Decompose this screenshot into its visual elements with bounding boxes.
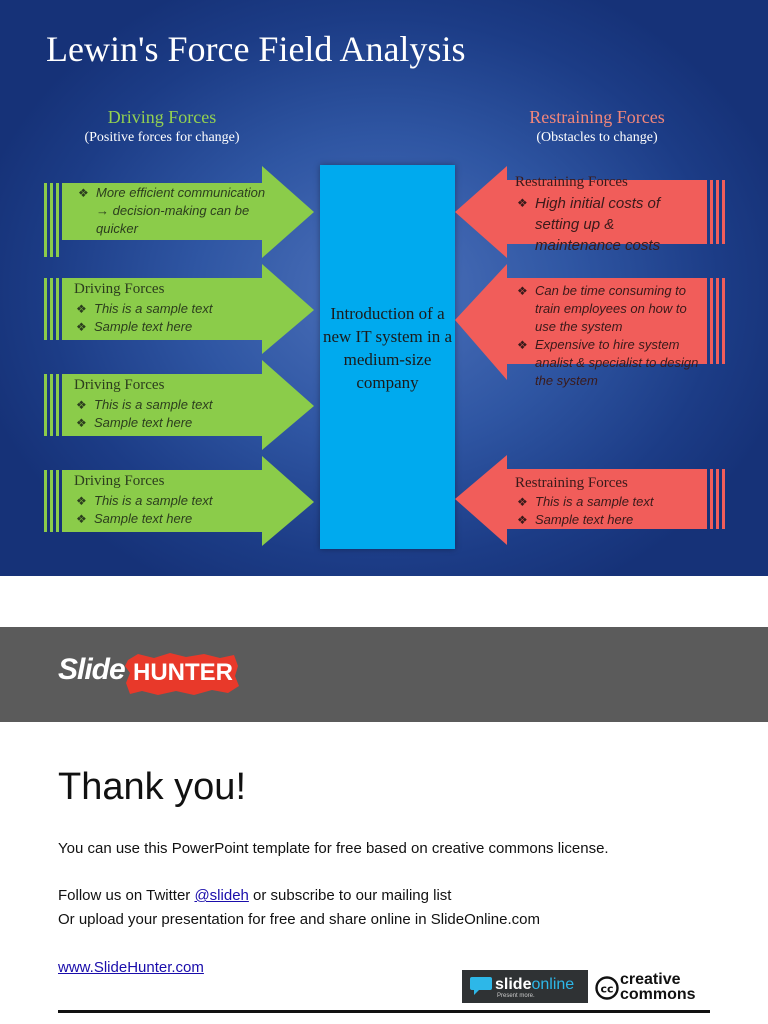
restraining-arrow-1-title: Restraining Forces	[515, 174, 628, 190]
restraining-arrow-3: Restraining Forces This is a sample text…	[455, 455, 725, 555]
driving-arrow-4-item-2: Sample text here	[74, 510, 274, 528]
driving-arrow-3-item-2: Sample text here	[74, 414, 274, 432]
restraining-forces-subheading: (Obstacles to change)	[536, 130, 658, 145]
restraining-arrow-1-item-1: High initial costs of setting up & maint…	[515, 193, 695, 256]
upload-text: Or upload your presentation for free and…	[58, 911, 540, 928]
creative-commons-line1: creative	[620, 971, 681, 988]
speech-bubble-icon	[470, 977, 492, 995]
license-text: You can use this PowerPoint template for…	[58, 840, 609, 857]
driving-arrow-2-list: This is a sample text Sample text here	[74, 300, 274, 336]
driving-arrow-4-item-1: This is a sample text	[74, 492, 274, 510]
driving-arrow-3-list: This is a sample text Sample text here	[74, 396, 274, 432]
driving-arrow-3: Driving Forces This is a sample text Sam…	[44, 360, 314, 460]
driving-arrow-2: Driving Forces This is a sample text Sam…	[44, 264, 314, 364]
website-link[interactable]: www.SlideHunter.com	[58, 959, 204, 976]
driving-arrow-3-title: Driving Forces	[74, 377, 165, 393]
slideonline-tagline: Present more.	[497, 993, 535, 999]
creative-commons-line2: commons	[620, 986, 696, 1003]
restraining-arrow-2-item-2: Expensive to hire system analist & speci…	[515, 336, 705, 390]
driving-arrow-2-title: Driving Forces	[74, 281, 165, 297]
follow-suffix: or subscribe to our mailing list	[248, 887, 452, 904]
center-change-box	[320, 165, 455, 549]
svg-text:cc: cc	[600, 983, 613, 996]
restraining-arrow-2-list: Can be time consuming to train employees…	[515, 282, 705, 390]
driving-arrow-1-list: More efficient communication → decision-…	[76, 184, 276, 238]
restraining-forces-heading: Restraining Forces	[529, 107, 665, 127]
driving-forces-heading: Driving Forces	[107, 107, 217, 127]
creative-commons-icon: cc	[595, 976, 619, 1000]
logo-slide-text: Slide	[58, 653, 126, 686]
thank-you-heading: Thank you!	[58, 766, 246, 808]
logo-hunter-badge-icon	[125, 653, 239, 695]
restraining-arrow-3-list: This is a sample text Sample text here	[515, 493, 705, 529]
slide-diagram: Lewin's Force Field Analysis Driving For…	[0, 0, 768, 576]
restraining-arrow-3-title: Restraining Forces	[515, 475, 628, 491]
driving-arrow-3-item-1: This is a sample text	[74, 396, 274, 414]
driving-arrow-2-item-1: This is a sample text	[74, 300, 274, 318]
follow-line: Follow us on Twitter @slideh or subscrib…	[58, 887, 451, 904]
restraining-arrow-3-item-1: This is a sample text	[515, 493, 705, 511]
driving-arrow-4-list: This is a sample text Sample text here	[74, 492, 274, 528]
restraining-arrow-2: Can be time consuming to train employees…	[455, 264, 725, 394]
driving-arrow-1-item-1: More efficient communication → decision-…	[76, 184, 276, 238]
restraining-arrow-2-item-1: Can be time consuming to train employees…	[515, 282, 705, 336]
driving-arrow-4-title: Driving Forces	[74, 473, 165, 489]
driving-arrow-4: Driving Forces This is a sample text Sam…	[44, 456, 314, 556]
slide-title: Lewin's Force Field Analysis	[46, 29, 466, 69]
twitter-link[interactable]: @slideh	[194, 887, 249, 904]
driving-arrow-1: More efficient communication → decision-…	[44, 166, 314, 276]
driving-forces-subheading: (Positive forces for change)	[84, 130, 240, 145]
center-change-text: Introduction of a new IT system in a med…	[322, 304, 453, 392]
restraining-arrow-1: Restraining Forces High initial costs of…	[455, 166, 725, 266]
brand-band	[0, 627, 768, 722]
follow-prefix: Follow us on Twitter	[58, 887, 195, 904]
slideonline-text: slideonline	[495, 976, 575, 993]
restraining-arrow-3-item-2: Sample text here	[515, 511, 705, 529]
driving-arrow-2-item-2: Sample text here	[74, 318, 274, 336]
restraining-arrow-1-list: High initial costs of setting up & maint…	[515, 193, 695, 256]
logo-hunter-text: HUNTER	[133, 659, 233, 686]
creative-commons-logo[interactable]: creative commons	[620, 971, 696, 1003]
bottom-rule	[58, 1010, 710, 1013]
